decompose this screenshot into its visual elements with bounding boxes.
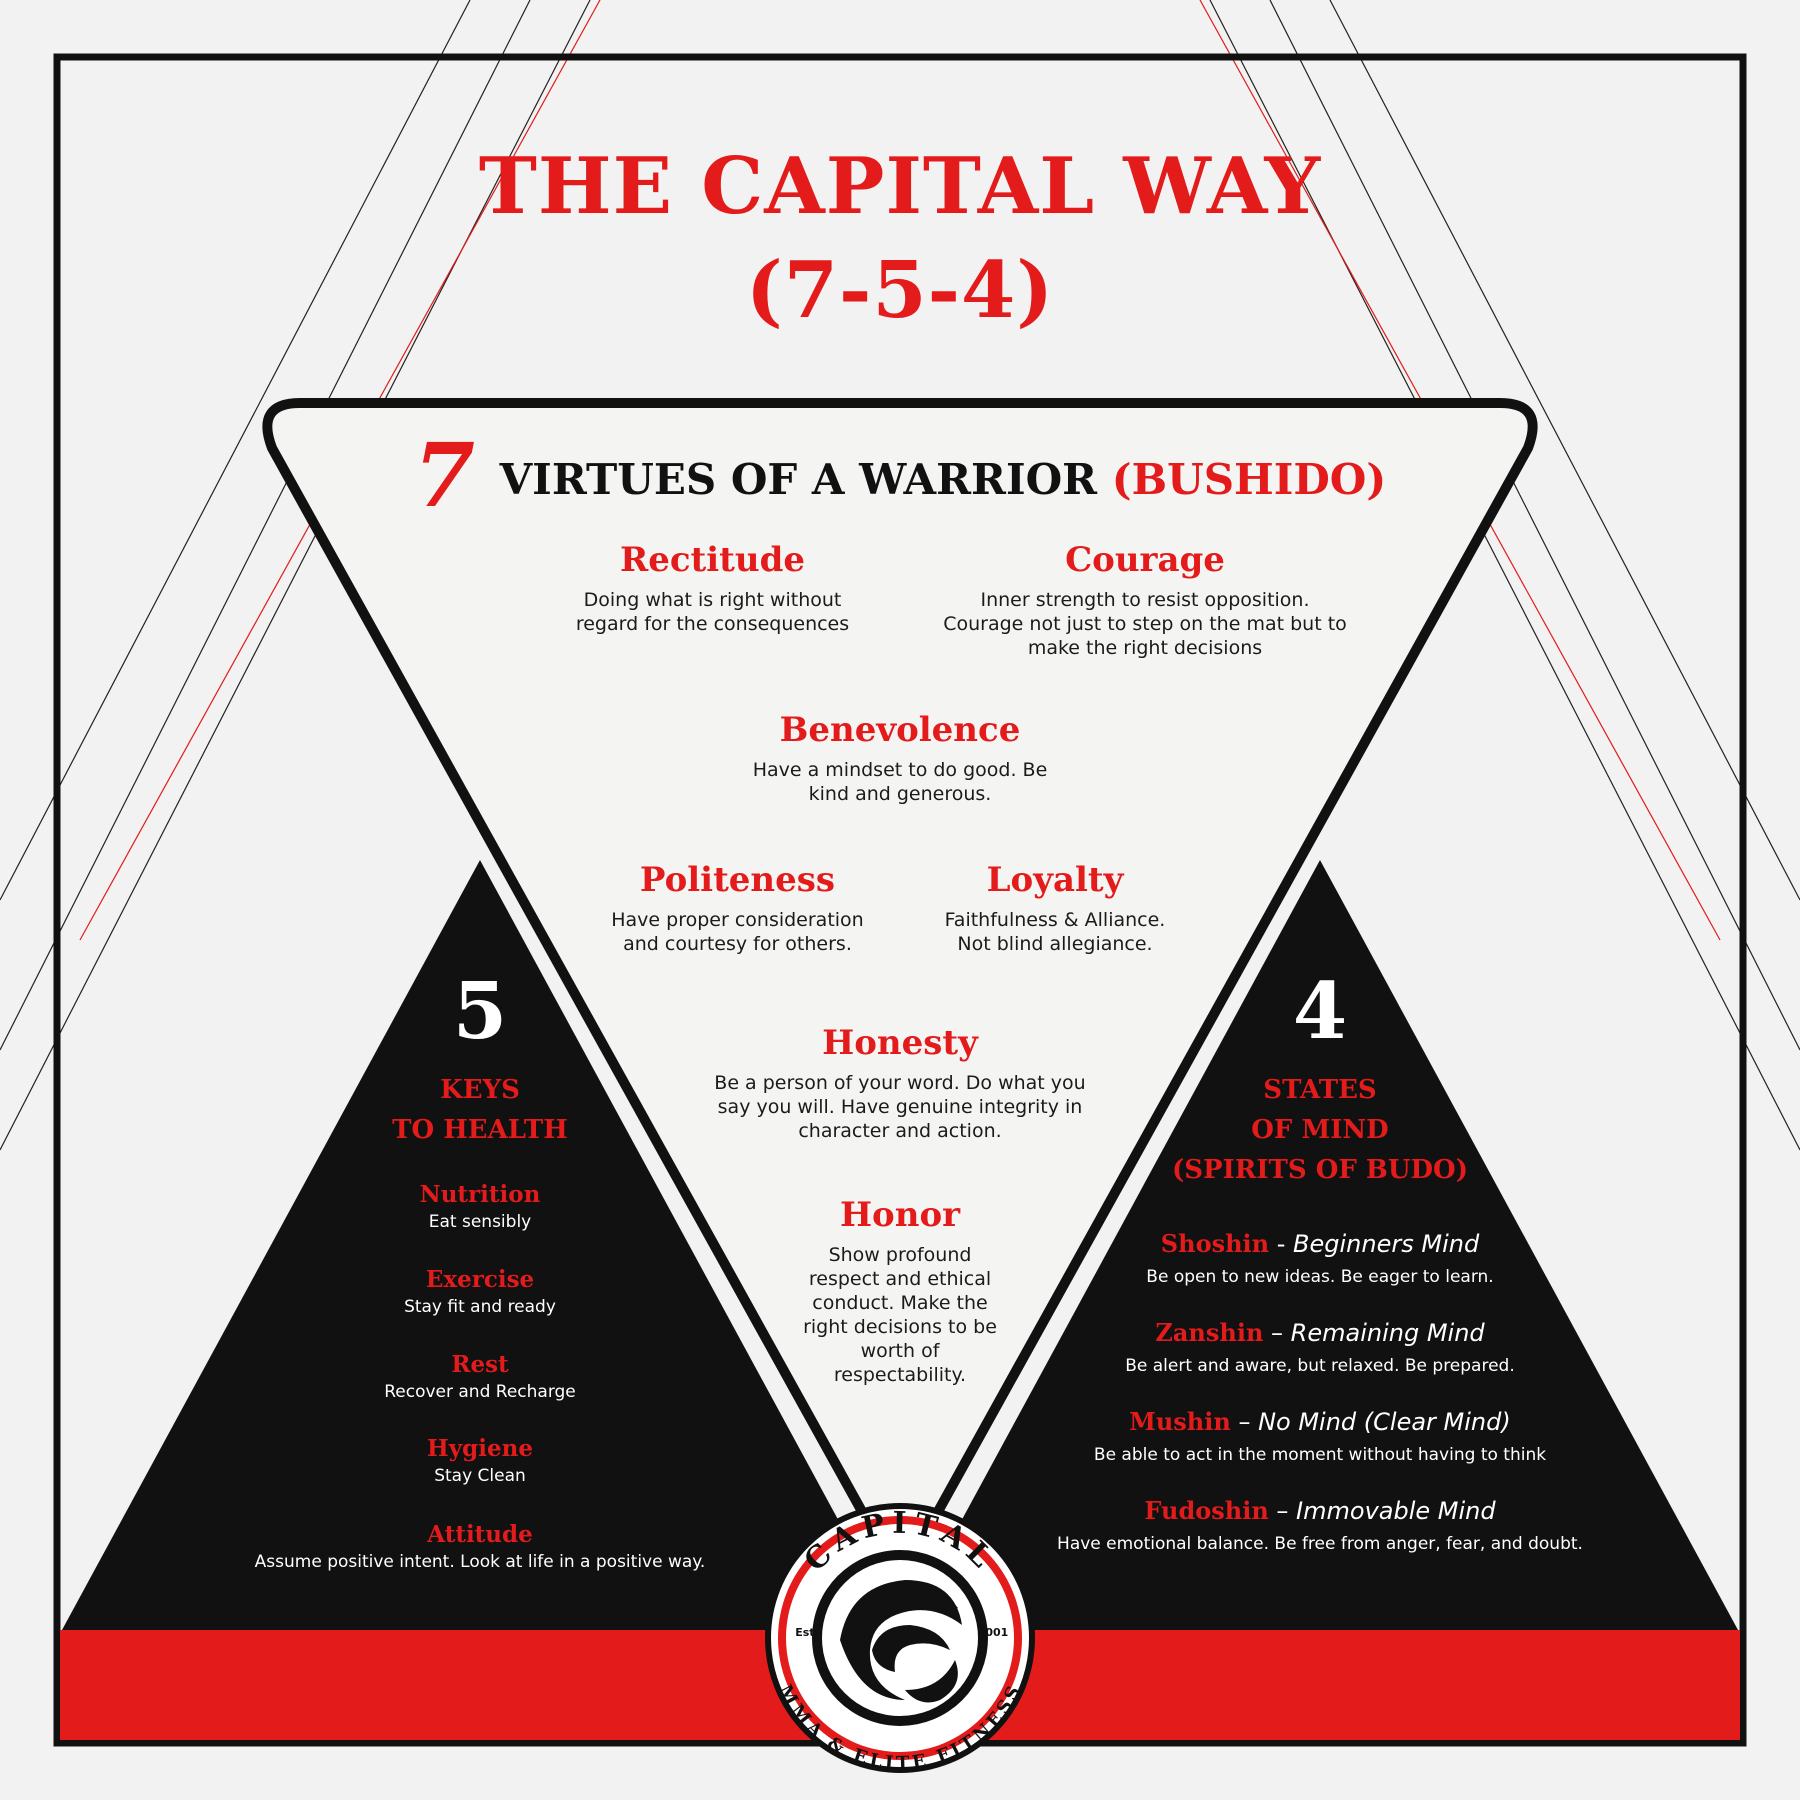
- virtue-title: Benevolence: [779, 710, 1021, 750]
- virtue-title: Courage: [1065, 540, 1225, 580]
- title-line-2: (7-5-4): [745, 245, 1055, 336]
- page-title: THE CAPITAL WAY (7-5-4): [0, 135, 1800, 343]
- state-name: Mushin: [1129, 1407, 1231, 1436]
- virtues-heading: 7 VIRTUES OF A WARRIOR (BUSHIDO): [400, 431, 1400, 519]
- key-nutrition: Nutrition Eat sensibly: [330, 1180, 630, 1234]
- states-title: STATES OF MIND (SPIRITS OF BUDO): [1171, 1075, 1469, 1185]
- state-separator: –: [1230, 1408, 1259, 1436]
- virtue-description: Show profound respect and ethical conduc…: [803, 1244, 997, 1386]
- title-line-1: THE CAPITAL WAY: [478, 141, 1322, 232]
- keys-title: KEYS TO HEALTH: [392, 1075, 568, 1145]
- virtue-honor: Honor Show profound respect and ethical …: [795, 1195, 1005, 1387]
- virtue-description: Be a person of your word. Do what you sa…: [714, 1072, 1086, 1142]
- state-zanshin: Zanshin – Remaining Mind Be alert and aw…: [1020, 1317, 1620, 1379]
- virtue-politeness: Politeness Have proper consideration and…: [600, 860, 875, 956]
- decorative-lines: [0, 0, 1800, 1151]
- state-name: Fudoshin: [1144, 1496, 1269, 1525]
- state-separator: –: [1263, 1319, 1291, 1347]
- state-description: Have emotional balance. Be free from ang…: [1057, 1534, 1583, 1554]
- virtue-description: Have a mindset to do good. Be kind and g…: [752, 759, 1048, 805]
- state-translation: Remaining Mind: [1290, 1319, 1485, 1347]
- keys-number: 5: [452, 966, 508, 1057]
- capital-logo: CAPITAL MMA & ELITE FITNESS Est. 2001: [765, 1503, 1035, 1774]
- state-heading: Fudoshin – Immovable Mind: [1020, 1495, 1620, 1527]
- left-black-triangle: [62, 860, 898, 1630]
- key-title: Hygiene: [427, 1435, 533, 1462]
- key-title: Attitude: [427, 1521, 533, 1548]
- virtue-description: Have proper consideration and courtesy f…: [611, 909, 864, 955]
- state-fudoshin: Fudoshin – Immovable Mind Have emotional…: [1020, 1495, 1620, 1557]
- virtue-title: Honor: [839, 1195, 961, 1235]
- virtue-rectitude: Rectitude Doing what is right without re…: [555, 540, 870, 636]
- states-number: 4: [1292, 966, 1348, 1057]
- state-shoshin: Shoshin - Beginners Mind Be open to new …: [1020, 1228, 1620, 1290]
- logo-est-label: Est.: [795, 1626, 819, 1639]
- state-translation: Beginners Mind: [1293, 1230, 1480, 1258]
- virtues-number: 7: [413, 423, 475, 527]
- key-hygiene: Hygiene Stay Clean: [330, 1434, 630, 1488]
- state-translation: Immovable Mind: [1296, 1497, 1496, 1525]
- state-separator: -: [1269, 1230, 1294, 1258]
- key-title: Rest: [451, 1351, 509, 1378]
- key-attitude: Attitude Assume positive intent. Look at…: [210, 1520, 750, 1574]
- state-translation: No Mind (Clear Mind): [1258, 1408, 1511, 1436]
- key-description: Stay Clean: [434, 1466, 526, 1486]
- virtue-title: Politeness: [639, 860, 836, 900]
- state-description: Be able to act in the moment without hav…: [1093, 1445, 1547, 1465]
- virtue-description: Faithfulness & Alliance. Not blind alleg…: [944, 909, 1166, 955]
- virtues-heading-text: VIRTUES OF A WARRIOR: [499, 455, 1098, 504]
- state-mushin: Mushin – No Mind (Clear Mind) Be able to…: [1020, 1406, 1620, 1468]
- virtues-triangle: [262, 398, 1538, 1585]
- virtue-honesty: Honesty Be a person of your word. Do wha…: [700, 1023, 1100, 1143]
- key-rest: Rest Recover and Recharge: [330, 1350, 630, 1404]
- state-heading: Zanshin – Remaining Mind: [1020, 1317, 1620, 1349]
- right-black-triangle: [902, 860, 1738, 1630]
- state-separator: –: [1268, 1497, 1297, 1525]
- state-description: Be alert and aware, but relaxed. Be prep…: [1125, 1356, 1515, 1376]
- state-heading: Mushin – No Mind (Clear Mind): [1020, 1406, 1620, 1438]
- key-description: Recover and Recharge: [384, 1382, 576, 1402]
- key-description: Eat sensibly: [428, 1212, 532, 1232]
- state-heading: Shoshin - Beginners Mind: [1020, 1228, 1620, 1260]
- virtue-title: Honesty: [822, 1023, 978, 1063]
- virtue-loyalty: Loyalty Faithfulness & Alliance. Not bli…: [930, 860, 1180, 956]
- virtue-description: Doing what is right without regard for t…: [575, 589, 850, 635]
- key-description: Assume positive intent. Look at life in …: [254, 1552, 706, 1572]
- logo-year: 2001: [978, 1626, 1009, 1639]
- virtues-heading-paren: (BUSHIDO): [1111, 455, 1387, 504]
- eagle-icon: [840, 1580, 962, 1703]
- key-title: Nutrition: [419, 1181, 541, 1208]
- key-description: Stay fit and ready: [404, 1297, 556, 1317]
- virtue-benevolence: Benevolence Have a mindset to do good. B…: [750, 710, 1050, 806]
- virtue-title: Loyalty: [986, 860, 1124, 900]
- key-title: Exercise: [425, 1266, 535, 1293]
- virtue-description: Inner strength to resist opposition. Cou…: [943, 589, 1347, 659]
- virtue-courage: Courage Inner strength to resist opposit…: [940, 540, 1350, 660]
- virtue-title: Rectitude: [619, 540, 806, 580]
- key-exercise: Exercise Stay fit and ready: [330, 1265, 630, 1319]
- state-description: Be open to new ideas. Be eager to learn.: [1146, 1267, 1494, 1287]
- state-name: Zanshin: [1155, 1318, 1264, 1347]
- state-name: Shoshin: [1160, 1229, 1270, 1258]
